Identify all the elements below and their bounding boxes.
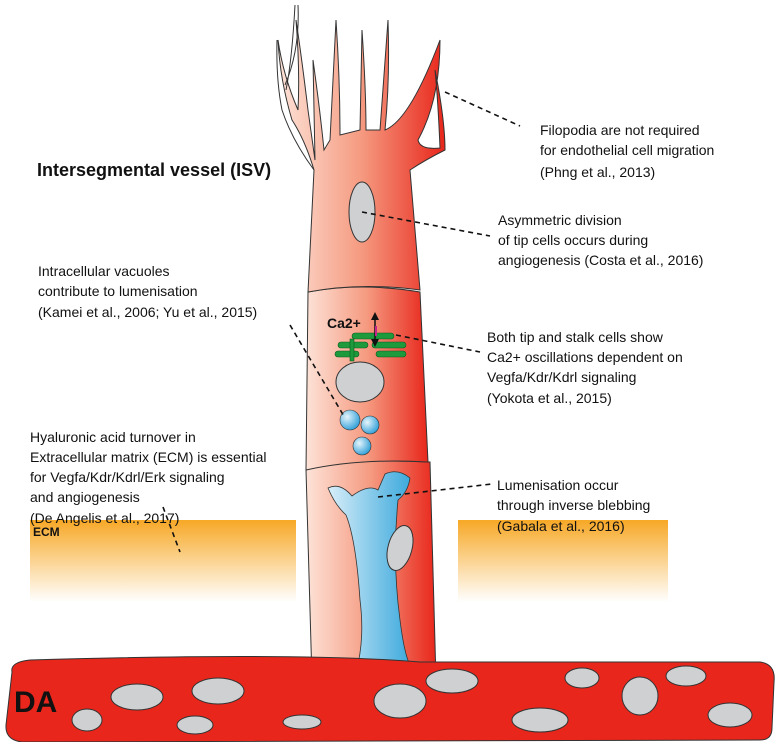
nucleus-stalk-middle	[335, 361, 385, 403]
nucleus-stalk-bottom	[386, 525, 414, 571]
svg-text:Both tip and stalk cells show: Both tip and stalk cells show	[487, 329, 664, 345]
svg-text:Filopodia are not required: Filopodia are not required	[540, 122, 700, 138]
svg-text:(De Angelis et al., 2017): (De Angelis et al., 2017)	[30, 510, 179, 526]
vacuole	[352, 436, 372, 456]
svg-text:for Vegfa/Kdr/Kdrl/Erk signali: for Vegfa/Kdr/Kdrl/Erk signaling	[30, 469, 225, 485]
svg-text:Vegfa/Kdr/Kdrl signaling: Vegfa/Kdr/Kdrl signaling	[487, 369, 636, 385]
svg-text:Ca2+ oscillations dependent on: Ca2+ oscillations dependent on	[487, 349, 683, 365]
leader-filopodia	[444, 91, 521, 127]
svg-text:contribute to lumenisation: contribute to lumenisation	[38, 283, 198, 299]
leader-hyaluronic	[162, 506, 181, 553]
leader-asymmetric	[361, 211, 491, 237]
isv-title: Intersegmental vessel (ISV)	[37, 160, 271, 180]
filopodium-branch	[276, 4, 315, 171]
svg-text:(Gabala et al., 2016): (Gabala et al., 2016)	[497, 518, 625, 534]
leader-vacuoles	[289, 324, 346, 419]
da-label: DA	[14, 686, 57, 719]
ecm-band-right	[458, 520, 668, 602]
svg-text:(Phng et al., 2013): (Phng et al., 2013)	[540, 164, 655, 180]
annotation-calcium: Both tip and stalk cells show Ca2+ oscil…	[487, 329, 683, 406]
svg-text:and angiogenesis: and angiogenesis	[30, 489, 140, 505]
svg-text:through inverse blebbing: through inverse blebbing	[497, 497, 650, 513]
svg-text:Asymmetric division: Asymmetric division	[498, 212, 622, 228]
ecm-label: ECM	[33, 525, 60, 539]
svg-text:angiogenesis (Costa et al., 20: angiogenesis (Costa et al., 2016)	[498, 252, 703, 268]
ecm-band-left	[30, 520, 296, 602]
lumen	[327, 471, 413, 673]
annotation-vacuoles: Intracellular vacuoles contribute to lum…	[38, 263, 257, 320]
ca-flux-arrow-icon	[371, 312, 379, 347]
svg-text:for endothelial cell migration: for endothelial cell migration	[540, 142, 714, 158]
svg-text:of tip cells occurs during: of tip cells occurs during	[498, 232, 648, 248]
svg-text:Hyaluronic acid turnover in: Hyaluronic acid turnover in	[30, 429, 196, 445]
vacuole	[339, 409, 361, 431]
annotation-lumen: Lumenisation occur through inverse blebb…	[497, 477, 650, 534]
annotation-hyaluronic: Hyaluronic acid turnover in Extracellula…	[30, 429, 267, 526]
ca-label: Ca2+	[327, 315, 361, 331]
er-structure	[334, 332, 407, 362]
svg-text:Intracellular vacuoles: Intracellular vacuoles	[38, 263, 170, 279]
svg-text:(Kamei et al., 2006; Yu et al.: (Kamei et al., 2006; Yu et al., 2015)	[38, 304, 257, 320]
tip-cell	[277, 19, 446, 293]
svg-text:Lumenisation occur: Lumenisation occur	[497, 477, 619, 493]
da-nuclei	[71, 665, 753, 735]
svg-text:(Yokota et al., 2015): (Yokota et al., 2015)	[487, 390, 612, 406]
svg-text:Extracellular matrix (ECM) is: Extracellular matrix (ECM) is essential	[30, 449, 267, 465]
annotation-filopodia: Filopodia are not required for endotheli…	[540, 122, 714, 180]
annotation-asymmetric: Asymmetric division of tip cells occurs …	[498, 212, 703, 268]
vacuole	[360, 415, 380, 435]
leader-lumen	[377, 483, 493, 498]
